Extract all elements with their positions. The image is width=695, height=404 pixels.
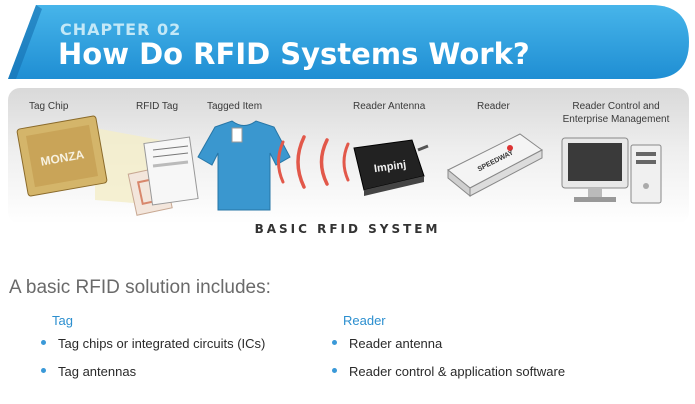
bullet-icon bbox=[41, 368, 46, 373]
reader-icon: SPEEDWAY bbox=[447, 133, 543, 198]
computer-icon bbox=[561, 137, 662, 204]
label-reader-control: Reader Control and Enterprise Management bbox=[554, 100, 678, 126]
tag-item-2: Tag antennas bbox=[58, 364, 137, 379]
label-tagged-item: Tagged Item bbox=[207, 101, 263, 112]
label-reader-control-line1: Reader Control and bbox=[572, 101, 660, 112]
chapter-label: CHAPTER 02 bbox=[60, 20, 182, 39]
bullet-icon bbox=[332, 368, 337, 373]
page-title: How Do RFID Systems Work? bbox=[58, 37, 530, 71]
radio-waves-icon bbox=[277, 135, 350, 189]
column-title-reader: Reader bbox=[343, 313, 386, 328]
label-reader-control-line2: Enterprise Management bbox=[562, 114, 670, 125]
diagram-caption: BASIC RFID SYSTEM bbox=[254, 222, 441, 236]
banner-shape bbox=[8, 5, 689, 79]
label-reader: Reader bbox=[477, 101, 510, 112]
tag-chip-icon: MONZA bbox=[16, 115, 108, 197]
bullet-icon bbox=[332, 340, 337, 345]
reader-item-2: Reader control & application software bbox=[349, 364, 566, 379]
label-tag-chip: Tag Chip bbox=[29, 101, 69, 112]
label-reader-antenna: Reader Antenna bbox=[353, 101, 426, 112]
antenna-brand-text: Impinj bbox=[373, 159, 407, 175]
column-title-tag: Tag bbox=[52, 313, 73, 328]
shirt-icon bbox=[197, 120, 291, 211]
tag-item-1: Tag chips or integrated circuits (ICs) bbox=[58, 336, 266, 351]
rfid-tag-icon bbox=[127, 136, 199, 216]
reader-antenna-icon: Impinj bbox=[353, 139, 429, 196]
reader-item-1: Reader antenna bbox=[349, 336, 443, 351]
label-rfid-tag: RFID Tag bbox=[136, 101, 179, 112]
chapter-banner: CHAPTER 02 How Do RFID Systems Work? bbox=[8, 5, 689, 79]
bullet-icon bbox=[41, 340, 46, 345]
solution-heading: A basic RFID solution includes: bbox=[9, 277, 271, 298]
